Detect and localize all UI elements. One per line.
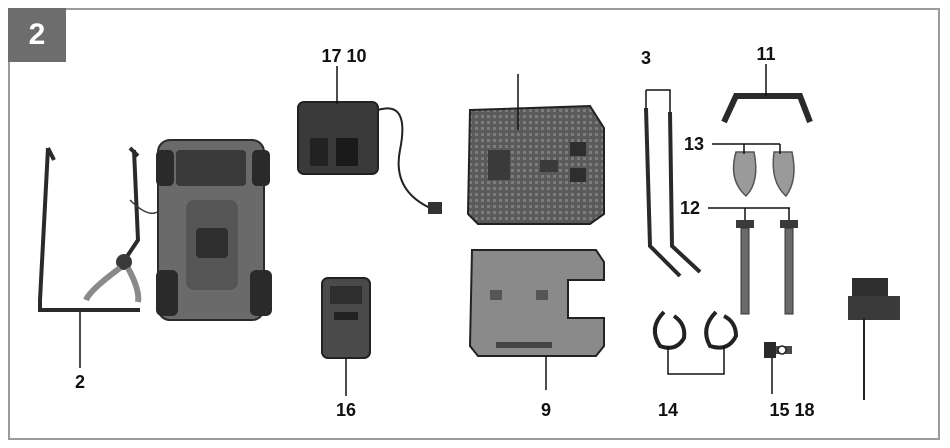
safety-key-part	[764, 342, 792, 358]
label-11: 11	[756, 44, 775, 64]
leader-line-14	[667, 346, 725, 375]
label-2: 2	[75, 372, 85, 392]
figure-number-badge: 2	[8, 8, 66, 62]
leader-line-13	[712, 143, 781, 154]
mower-body-part	[156, 139, 272, 321]
lower-handle-part	[38, 146, 161, 312]
label-3: 3	[641, 48, 651, 68]
grass-box-top-part	[466, 104, 605, 225]
label-16: 16	[336, 400, 356, 420]
leader-line-12	[708, 207, 790, 220]
bolts-part	[736, 220, 798, 315]
label-9: 9	[541, 400, 551, 420]
label-13: 13	[684, 134, 704, 154]
label-12: 12	[680, 198, 700, 218]
label-14: 14	[658, 400, 678, 420]
label-17-10: 17 10	[321, 46, 366, 66]
charger-part	[297, 101, 442, 214]
handle-rods-part	[644, 107, 702, 278]
clamp-knobs-part	[732, 151, 795, 198]
connector-part	[848, 278, 900, 400]
battery-part	[321, 277, 371, 359]
cable-clips-part	[652, 310, 739, 350]
handle-bar-part	[721, 93, 813, 124]
leader-line-3	[645, 89, 671, 112]
grass-box-bottom-part	[468, 249, 605, 357]
label-15-18: 15 18	[769, 400, 814, 420]
